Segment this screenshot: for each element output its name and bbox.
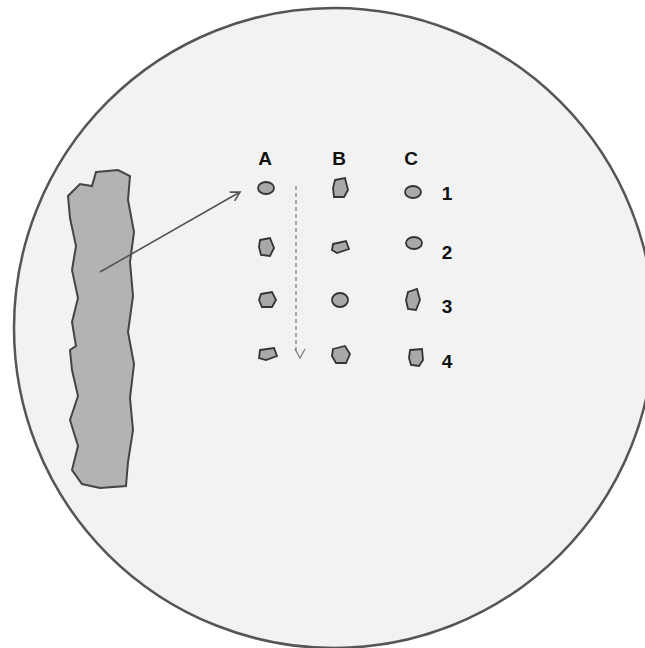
- column-letter: C: [404, 149, 418, 168]
- colonies: [258, 178, 423, 366]
- colony: [259, 348, 277, 360]
- bacterial-streak: [68, 170, 134, 488]
- row-number: 1: [442, 184, 453, 203]
- colony: [332, 241, 349, 253]
- colony: [258, 182, 274, 194]
- row-number: 3: [442, 297, 453, 316]
- row-number: 4: [442, 352, 453, 371]
- colony: [409, 349, 423, 366]
- petri-dish: [14, 8, 645, 648]
- colony: [333, 178, 348, 197]
- column-letter: A: [258, 149, 272, 168]
- column-letter: B: [332, 149, 346, 168]
- colony: [332, 293, 348, 307]
- row-number: 2: [442, 243, 453, 262]
- order-arrow: [295, 186, 296, 354]
- colony: [332, 346, 350, 363]
- colony: [259, 292, 276, 307]
- colony: [405, 186, 421, 198]
- transfer-arrow: [100, 192, 240, 272]
- colony: [406, 289, 420, 310]
- colony: [406, 237, 422, 249]
- colony: [259, 238, 274, 256]
